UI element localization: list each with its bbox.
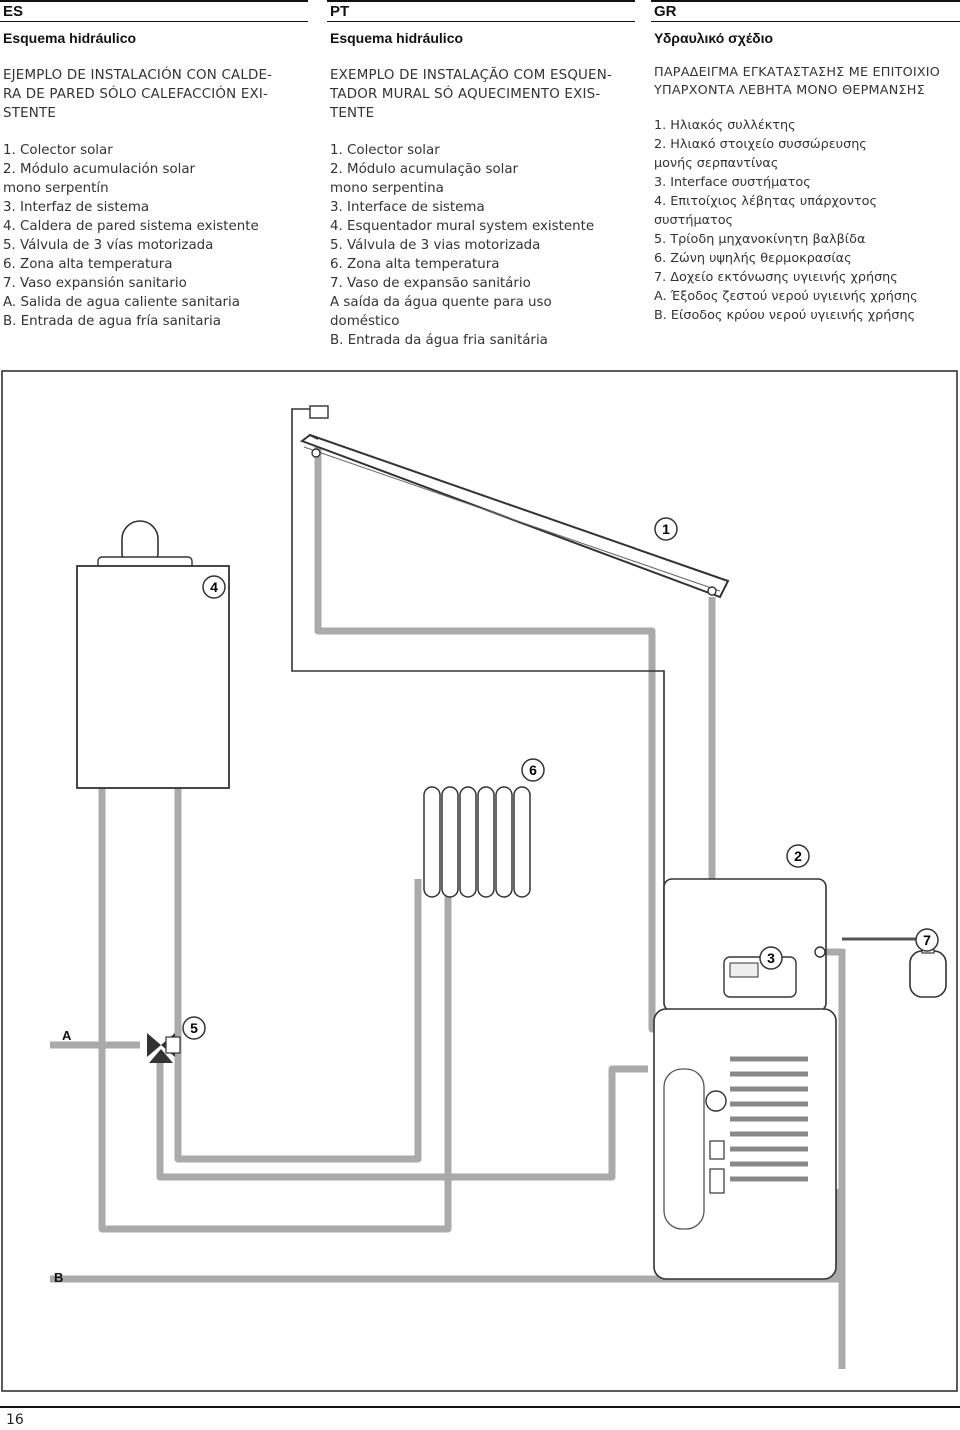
callout-7: 7 [915, 928, 939, 952]
callout-label: 2 [794, 848, 802, 864]
legend-item: 5. Válvula de 3 vias motorizada [330, 238, 541, 253]
heading-line: EXEMPLO DE INSTALAÇÃO COM ESQUEN- [330, 68, 612, 83]
legend-item: 5. Válvula de 3 vías motorizada [3, 238, 214, 253]
legend-item: 6. Zona alta temperatura [3, 257, 173, 272]
section-subtitle: Esquema hidráulico [330, 30, 464, 46]
callout-label: 5 [190, 1020, 198, 1036]
legend-item: A. Salida de agua caliente sanitaria [3, 295, 240, 310]
heading-line: EJEMPLO DE INSTALACIÓN CON CALDE- [3, 68, 273, 83]
pipe-cold-inlet [50, 1189, 842, 1283]
legend-item: 1. Ηλιακός συλλέκτης [654, 118, 796, 133]
solar-collector [299, 405, 730, 599]
legend-list: 1. Colector solar 2. Módulo acumulação s… [330, 141, 635, 350]
heading-line: ΠΑΡΑΔΕΙΓΜΑ ΕΓΚΑΤΑΣΤΑΣΗΣ ΜΕ ΕΠΙΤΟΙΧΙΟ [654, 65, 941, 80]
wall-boiler [76, 520, 230, 789]
legend-item: 1. Colector solar [3, 143, 113, 158]
legend-item: 3. Interface de sistema [330, 200, 485, 215]
callout-4: 4 [202, 575, 226, 599]
language-code: ES [0, 0, 308, 22]
port-b-label: B [54, 1270, 63, 1285]
legend-item: 2. Módulo acumulação solar [330, 162, 519, 177]
expansion-vessel [909, 944, 947, 998]
legend-item: 3. Interface συστήματος [654, 175, 811, 190]
column-pt: PT Esquema hidráulico EXEMPLO DE INSTALA… [327, 0, 635, 350]
pipe-zone-return [174, 784, 422, 1163]
legend-item: B. Entrada de agua fría sanitaria [3, 314, 221, 329]
section-subtitle: Esquema hidráulico [3, 30, 137, 46]
callout-label: 7 [923, 932, 931, 948]
language-code: PT [327, 0, 635, 22]
pipe-dhw-bypass [156, 1059, 648, 1181]
section-heading: ΠΑΡΑΔΕΙΓΜΑ ΕΓΚΑΤΑΣΤΑΣΗΣ ΜΕ ΕΠΙΤΟΙΧΙΟ ΥΠΑ… [654, 64, 960, 100]
legend-item: 2. Módulo acumulación solar [3, 162, 196, 177]
callout-label: 6 [529, 762, 537, 778]
legend-item: 6. Ζώνη υψηλής θερμοκρασίας [654, 251, 852, 266]
legend-item: mono serpentín [3, 181, 109, 196]
legend-item: 6. Zona alta temperatura [330, 257, 500, 272]
pipe-zone-supply [98, 784, 452, 1233]
legend-item: 2. Ηλιακό στοιχείο συσσώρευσης [654, 137, 867, 152]
heading-line: RA DE PARED SÓLO CALEFACCIÓN EXI- [3, 87, 269, 102]
legend-item: B. Entrada da água fria sanitária [330, 333, 548, 348]
pipe-storage-side [826, 948, 846, 1369]
section-subtitle: Υδραυλικό σχέδιο [654, 30, 774, 46]
heading-line: ΥΠΑΡΧΟΝΤΑ ΛΕΒΗΤΑ ΜΟΝΟ ΘΕΡΜΑΝΣΗΣ [654, 83, 925, 98]
callout-5: 5 [182, 1016, 206, 1040]
column-es: ES Esquema hidráulico EJEMPLO DE INSTALA… [0, 0, 308, 331]
legend-item: B. Είσοδος κρύου νερού υγιεινής χρήσης [654, 308, 916, 323]
legend-item: 7. Δοχείο εκτόνωσης υγιεινής χρήσης [654, 270, 898, 285]
radiator [423, 786, 531, 898]
legend-item: 4. Caldera de pared sistema existente [3, 219, 259, 234]
three-way-valve [147, 1033, 181, 1063]
section-heading: EJEMPLO DE INSTALACIÓN CON CALDE- RA DE … [3, 66, 308, 123]
legend-item: 1. Colector solar [330, 143, 440, 158]
legend-list: 1. Colector solar 2. Módulo acumulación … [3, 141, 308, 331]
page-number: 16 [6, 1412, 24, 1428]
legend-item: 5. Τρίοδη μηχανοκίνητη βαλβίδα [654, 232, 866, 247]
legend-item: doméstico [330, 314, 400, 329]
solar-storage-module [653, 878, 837, 1280]
port-a-label: A [62, 1028, 72, 1043]
legend-item: A. Έξοδος ζεστού νερού υγιεινής χρήσης [654, 289, 918, 304]
callout-label: 4 [210, 579, 218, 595]
callout-2: 2 [786, 844, 810, 868]
hydraulic-diagram: 1 2 3 4 5 6 7 A B [1, 370, 958, 1392]
legend-item: A saída da água quente para uso [330, 295, 552, 310]
legend-item: 7. Vaso de expansão sanitário [330, 276, 531, 291]
legend-item: 7. Vaso expansión sanitario [3, 276, 187, 291]
heading-line: TENTE [330, 106, 375, 121]
callout-1: 1 [654, 517, 678, 541]
callout-6: 6 [521, 758, 545, 782]
legend-item: 4. Esquentador mural system existente [330, 219, 595, 234]
callout-3: 3 [759, 946, 783, 970]
page-footer-rule [0, 1406, 960, 1408]
legend-item: 4. Επιτοίχιος λέβητας υπάρχοντος συστήμα… [654, 194, 877, 228]
callout-label: 1 [662, 521, 670, 537]
heading-line: TADOR MURAL SÓ AQUECIMENTO EXIS- [330, 87, 601, 102]
legend-item: 3. Interfaz de sistema [3, 200, 150, 215]
legend-list: 1. Ηλιακός συλλέκτης 2. Ηλιακό στοιχείο … [654, 116, 960, 325]
callout-label: 3 [767, 950, 775, 966]
heading-line: STENTE [3, 106, 56, 121]
column-gr: GR Υδραυλικό σχέδιο ΠΑΡΑΔΕΙΓΜΑ ΕΓΚΑΤΑΣΤΑ… [651, 0, 960, 325]
section-heading: EXEMPLO DE INSTALAÇÃO COM ESQUEN- TADOR … [330, 66, 635, 123]
language-code: GR [651, 0, 960, 22]
legend-item: μονής σερπαντίνας [654, 156, 779, 171]
legend-item: mono serpentina [330, 181, 444, 196]
